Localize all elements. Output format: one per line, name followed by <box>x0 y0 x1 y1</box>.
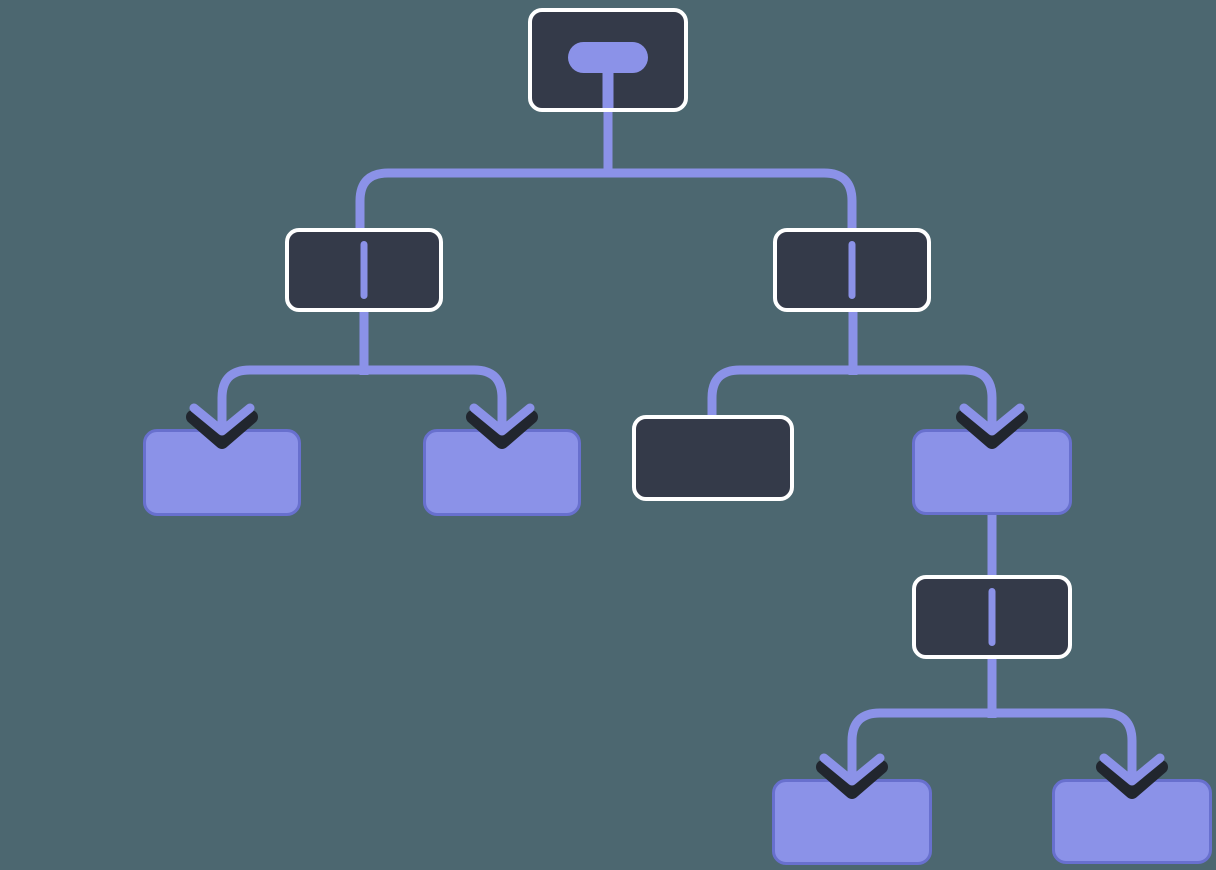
node-branch-right[interactable] <box>773 228 931 312</box>
connector-branch-bottom-to-leaves <box>847 656 1137 784</box>
text-placeholder-line <box>848 241 856 299</box>
node-leaf-3[interactable] <box>912 429 1072 515</box>
text-placeholder-line <box>360 241 368 299</box>
node-leaf-5[interactable] <box>1052 779 1212 864</box>
text-placeholder-capsule <box>568 42 648 73</box>
connector-branch-left-to-leaves <box>217 306 507 434</box>
node-leaf-4[interactable] <box>772 779 932 865</box>
text-placeholder-line <box>988 588 996 646</box>
node-branch-left[interactable] <box>285 228 443 312</box>
node-leaf-2[interactable] <box>423 429 581 516</box>
node-leaf-1[interactable] <box>143 429 301 516</box>
node-dark-leaf[interactable] <box>632 415 794 501</box>
text-placeholder-stem <box>602 70 614 108</box>
node-root[interactable] <box>528 8 688 112</box>
node-branch-bottom[interactable] <box>912 575 1072 659</box>
connector-root-to-branches <box>355 106 857 232</box>
